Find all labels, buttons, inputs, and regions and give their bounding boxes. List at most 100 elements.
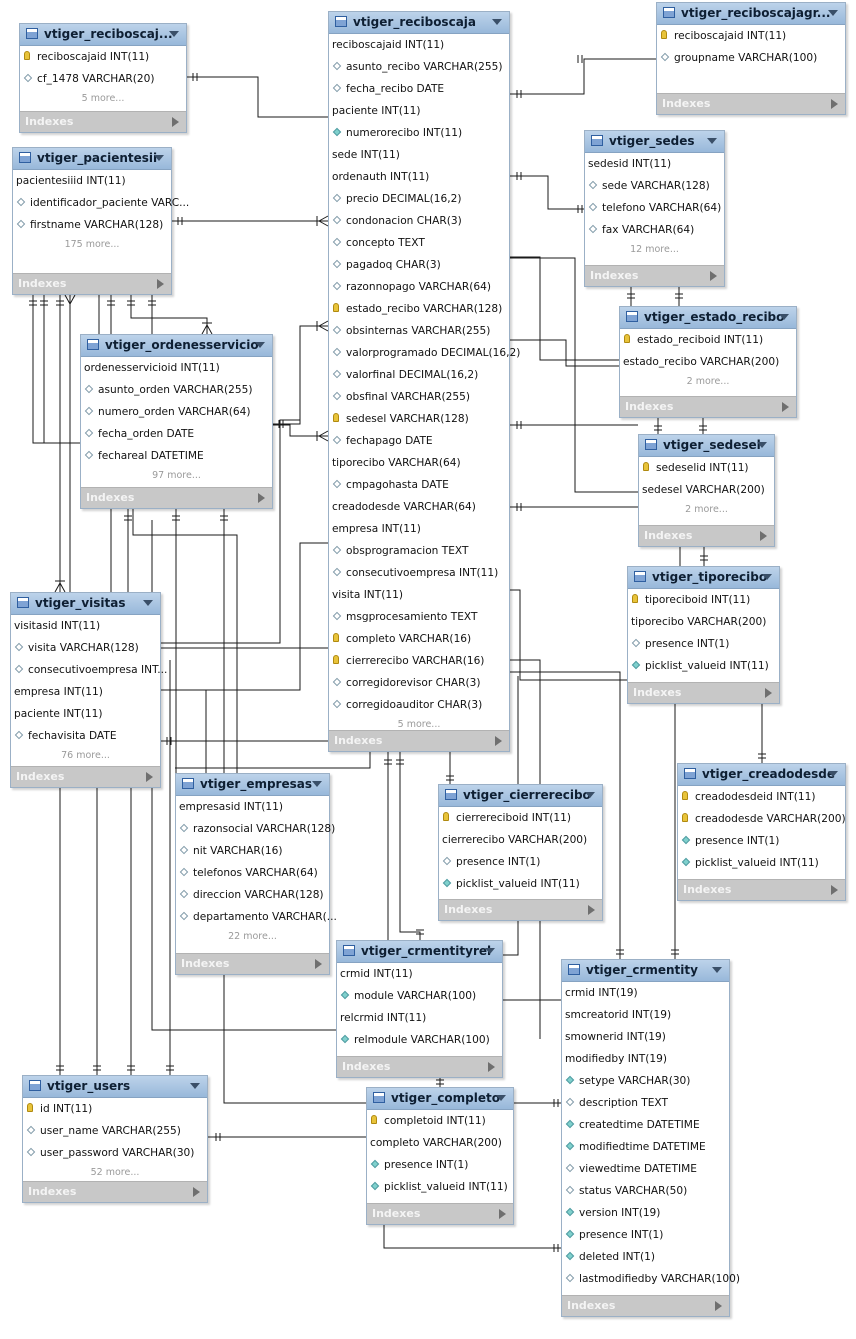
column-row[interactable]: condonacion CHAR(3) (329, 210, 509, 232)
table-header[interactable]: vtiger_crmentityrel (337, 941, 502, 963)
more-columns-label[interactable]: 52 more... (90, 1167, 140, 1178)
chevron-down-icon[interactable] (779, 314, 789, 320)
table-header[interactable]: vtiger_reciboscaj... (20, 24, 186, 46)
relationship-line[interactable] (187, 76, 328, 118)
column-row[interactable]: consecutivoempresa INT(11) (329, 562, 509, 584)
column-row[interactable]: ordenesservicioid INT(11) (81, 357, 272, 379)
more-columns-label[interactable]: 2 more... (686, 376, 730, 387)
column-row[interactable]: empresasid INT(11) (176, 796, 329, 818)
expand-arrow-icon[interactable] (488, 1062, 495, 1072)
expand-arrow-icon[interactable] (157, 279, 164, 289)
indexes-bar[interactable]: Indexes (13, 273, 171, 294)
column-row[interactable]: lastmodifiedby VARCHAR(100) (562, 1268, 740, 1290)
indexes-bar[interactable]: Indexes (639, 525, 774, 546)
expand-arrow-icon[interactable] (710, 271, 717, 281)
chevron-down-icon[interactable] (492, 19, 502, 25)
column-row[interactable]: relcrmid INT(11) (337, 1007, 502, 1029)
column-row[interactable]: description TEXT (562, 1092, 729, 1114)
relationship-line[interactable] (510, 175, 584, 210)
column-row[interactable]: fechareal DATETIME (81, 445, 272, 467)
table-header[interactable]: vtiger_creadodesde (678, 764, 845, 786)
indexes-bar[interactable]: Indexes (439, 899, 602, 920)
column-row[interactable]: tiporecibo VARCHAR(200) (628, 611, 779, 633)
more-columns-label[interactable]: 175 more... (64, 239, 120, 250)
column-row[interactable]: setype VARCHAR(30) (562, 1070, 729, 1092)
column-row[interactable]: reciboscajaid INT(11) (657, 25, 845, 47)
column-row[interactable]: completoid INT(11) (367, 1110, 513, 1132)
relationship-line[interactable] (43, 295, 80, 444)
column-row[interactable]: tiporecibo VARCHAR(64) (329, 452, 509, 474)
table-header[interactable]: vtiger_estado_recibo (620, 307, 796, 329)
column-row[interactable]: relmodule VARCHAR(100) (337, 1029, 502, 1051)
column-row[interactable]: sedesel VARCHAR(128) (329, 408, 509, 430)
chevron-down-icon[interactable] (712, 967, 722, 973)
expand-arrow-icon[interactable] (765, 688, 772, 698)
expand-arrow-icon[interactable] (258, 493, 265, 503)
indexes-bar[interactable]: Indexes (562, 1295, 729, 1316)
more-columns-label[interactable]: 76 more... (61, 750, 110, 761)
column-row[interactable]: corregidoauditor CHAR(3) (329, 694, 509, 716)
more-columns-label[interactable]: 5 more... (81, 93, 125, 104)
table-header[interactable]: vtiger_reciboscaja (329, 12, 509, 34)
column-row[interactable]: presence INT(1) (628, 633, 779, 655)
column-row[interactable]: crmid INT(11) (337, 963, 502, 985)
column-row[interactable]: fecha_orden DATE (81, 423, 272, 445)
column-row[interactable]: sedesid INT(11) (585, 153, 724, 175)
column-row[interactable]: identificador_paciente VARC... (13, 192, 189, 214)
indexes-bar[interactable]: Indexes (628, 682, 779, 703)
column-row[interactable]: pagadoq CHAR(3) (329, 254, 509, 276)
column-row[interactable]: sedesel VARCHAR(200) (639, 479, 774, 501)
more-columns-label[interactable]: 22 more... (228, 931, 277, 942)
expand-arrow-icon[interactable] (193, 1187, 200, 1197)
column-row[interactable]: user_name VARCHAR(255) (23, 1120, 207, 1142)
column-row[interactable]: modifiedtime DATETIME (562, 1136, 729, 1158)
table-vtiger-reciboscaj[interactable]: vtiger_reciboscaj...reciboscajaid INT(11… (19, 23, 187, 133)
column-row[interactable]: module VARCHAR(100) (337, 985, 502, 1007)
column-row[interactable]: empresa INT(11) (11, 681, 160, 703)
expand-arrow-icon[interactable] (760, 531, 767, 541)
column-row[interactable]: creadodesde VARCHAR(64) (329, 496, 509, 518)
indexes-bar[interactable]: Indexes (23, 1181, 207, 1202)
column-row[interactable]: fecha_recibo DATE (329, 78, 509, 100)
column-row[interactable]: smownerid INT(19) (562, 1026, 729, 1048)
table-header[interactable]: vtiger_ordenesservicio (81, 335, 272, 357)
indexes-bar[interactable]: Indexes (678, 879, 845, 900)
relationship-line[interactable] (130, 295, 208, 334)
column-row[interactable]: modifiedby INT(19) (562, 1048, 729, 1070)
table-header[interactable]: vtiger_tiporecibo (628, 567, 779, 589)
chevron-down-icon[interactable] (143, 600, 153, 606)
more-columns-label[interactable]: 5 more... (397, 719, 441, 730)
more-columns-label[interactable]: 12 more... (630, 244, 679, 255)
chevron-down-icon[interactable] (585, 792, 595, 798)
chevron-down-icon[interactable] (757, 442, 767, 448)
relationship-line[interactable] (399, 752, 421, 940)
column-row[interactable]: nit VARCHAR(16) (176, 840, 329, 862)
indexes-bar[interactable]: Indexes (20, 111, 186, 132)
column-row[interactable]: departamento VARCHAR(... (176, 906, 337, 928)
column-row[interactable]: cierrereciboid INT(11) (439, 807, 602, 829)
column-row[interactable]: corregidorevisor CHAR(3) (329, 672, 509, 694)
column-row[interactable]: numero_orden VARCHAR(64) (81, 401, 272, 423)
indexes-bar[interactable]: Indexes (329, 730, 509, 751)
column-row[interactable]: status VARCHAR(50) (562, 1180, 729, 1202)
column-row[interactable]: telefonos VARCHAR(64) (176, 862, 329, 884)
chevron-down-icon[interactable] (190, 1083, 200, 1089)
column-row[interactable]: picklist_valueid INT(11) (367, 1176, 513, 1198)
column-row[interactable]: numerorecibo INT(11) (329, 122, 509, 144)
column-row[interactable]: pacientesiiid INT(11) (13, 170, 171, 192)
column-row[interactable]: user_password VARCHAR(30) (23, 1142, 207, 1164)
column-row[interactable]: estado_recibo VARCHAR(200) (620, 351, 796, 373)
indexes-bar[interactable]: Indexes (585, 265, 724, 286)
chevron-down-icon[interactable] (828, 771, 838, 777)
column-row[interactable]: creadodesde VARCHAR(200) (678, 808, 846, 830)
column-row[interactable]: razonnopago VARCHAR(64) (329, 276, 509, 298)
table-header[interactable]: vtiger_cierrerecibo (439, 785, 602, 807)
